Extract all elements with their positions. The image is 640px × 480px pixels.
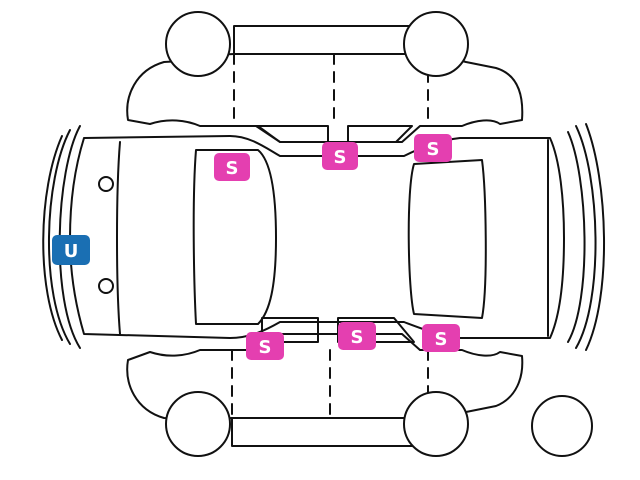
marker-label: S <box>427 139 440 160</box>
spare-tire <box>531 395 593 457</box>
damage-marker-u1[interactable]: U <box>52 235 90 265</box>
right-side-view <box>126 317 524 457</box>
front-right-wheel <box>165 391 231 457</box>
damage-marker-s4[interactable]: S <box>246 332 284 360</box>
marker-label: S <box>334 147 347 168</box>
front-left-wheel <box>165 11 231 77</box>
marker-label: S <box>226 158 239 179</box>
damage-marker-s1[interactable]: S <box>214 153 250 181</box>
damage-marker-s6[interactable]: S <box>422 324 460 352</box>
marker-label: S <box>259 337 272 358</box>
headlight-upper <box>98 176 114 192</box>
damage-marker-s5[interactable]: S <box>338 322 376 350</box>
left-side-view <box>126 11 524 143</box>
damage-marker-s2[interactable]: S <box>322 142 358 170</box>
damage-marker-s3[interactable]: S <box>414 134 452 162</box>
marker-label: S <box>351 327 364 348</box>
rear-left-wheel <box>403 11 469 77</box>
rear-right-wheel <box>403 391 469 457</box>
marker-label: U <box>64 241 79 262</box>
headlight-lower <box>98 278 114 294</box>
marker-label: S <box>435 329 448 350</box>
